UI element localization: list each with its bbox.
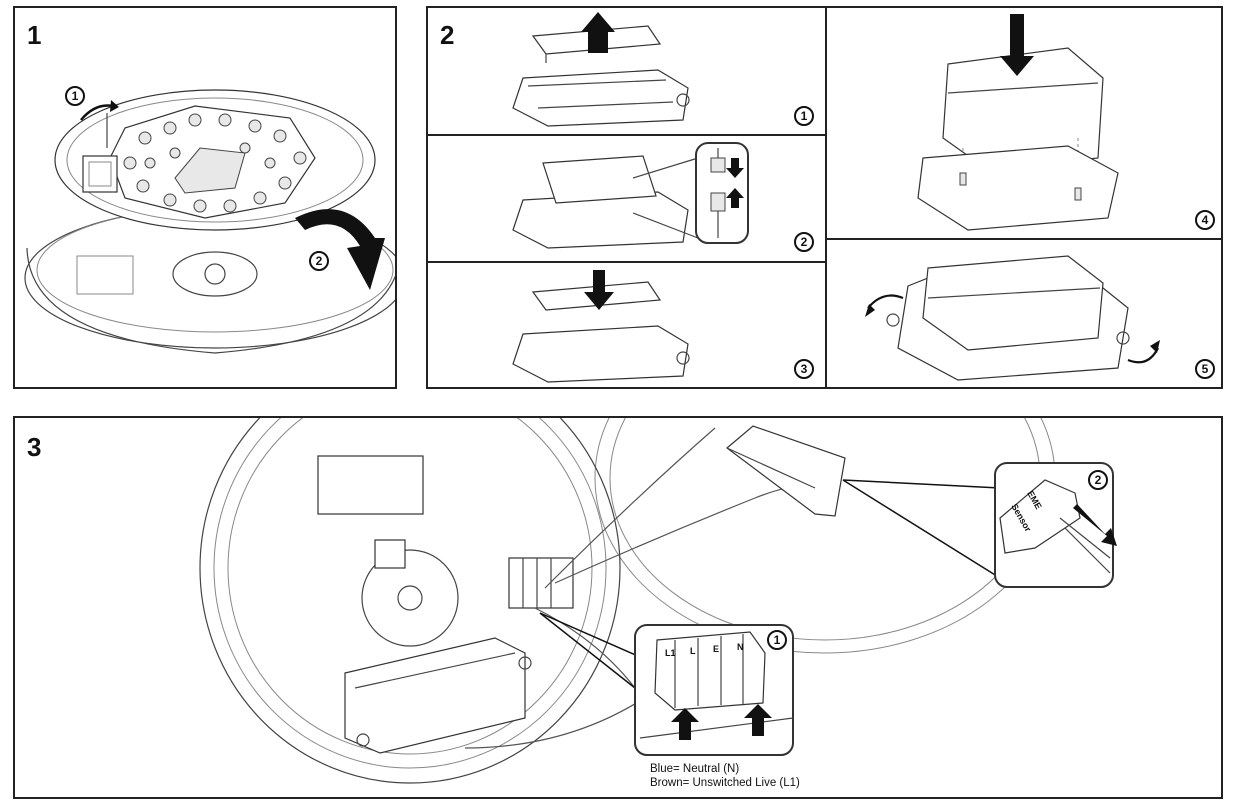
callout-3-2: 2 — [1088, 470, 1108, 490]
terminal-label-l: L — [690, 646, 696, 656]
panel-step-3: 3 — [13, 416, 1223, 799]
callout-1-2: 2 — [309, 251, 329, 271]
step-number-1: 1 — [27, 20, 42, 50]
legend-brown-live: Brown= Unswitched Live (L1) — [650, 777, 800, 789]
step-number-3: 3 — [27, 432, 42, 462]
terminal-label-n: N — [737, 642, 744, 652]
callout-2-2: 2 — [794, 232, 814, 252]
callout-2-4: 4 — [1195, 210, 1215, 230]
terminal-label-e: E — [713, 644, 719, 654]
step-number-2: 2 — [440, 20, 455, 50]
callout-1-1: 1 — [65, 86, 85, 106]
wire-color-legend: Blue= Neutral (N) Brown= Unswitched Live… — [650, 762, 800, 790]
panel-step-2: 2 — [426, 6, 1223, 389]
callout-3-1: 1 — [767, 630, 787, 650]
terminal-label-l1: L1 — [665, 648, 676, 658]
panel-step-1: 1 1 2 — [13, 6, 397, 389]
callout-2-1: 1 — [794, 106, 814, 126]
callout-2-3: 3 — [794, 359, 814, 379]
wiring-illustration: L1 L E N EME Sensor — [199, 418, 1117, 784]
ceiling-plate-illustration — [24, 89, 395, 354]
callout-2-5: 5 — [1195, 359, 1215, 379]
legend-blue-neutral: Blue= Neutral (N) — [650, 763, 740, 775]
emergency-pack-illustration — [428, 8, 1221, 387]
